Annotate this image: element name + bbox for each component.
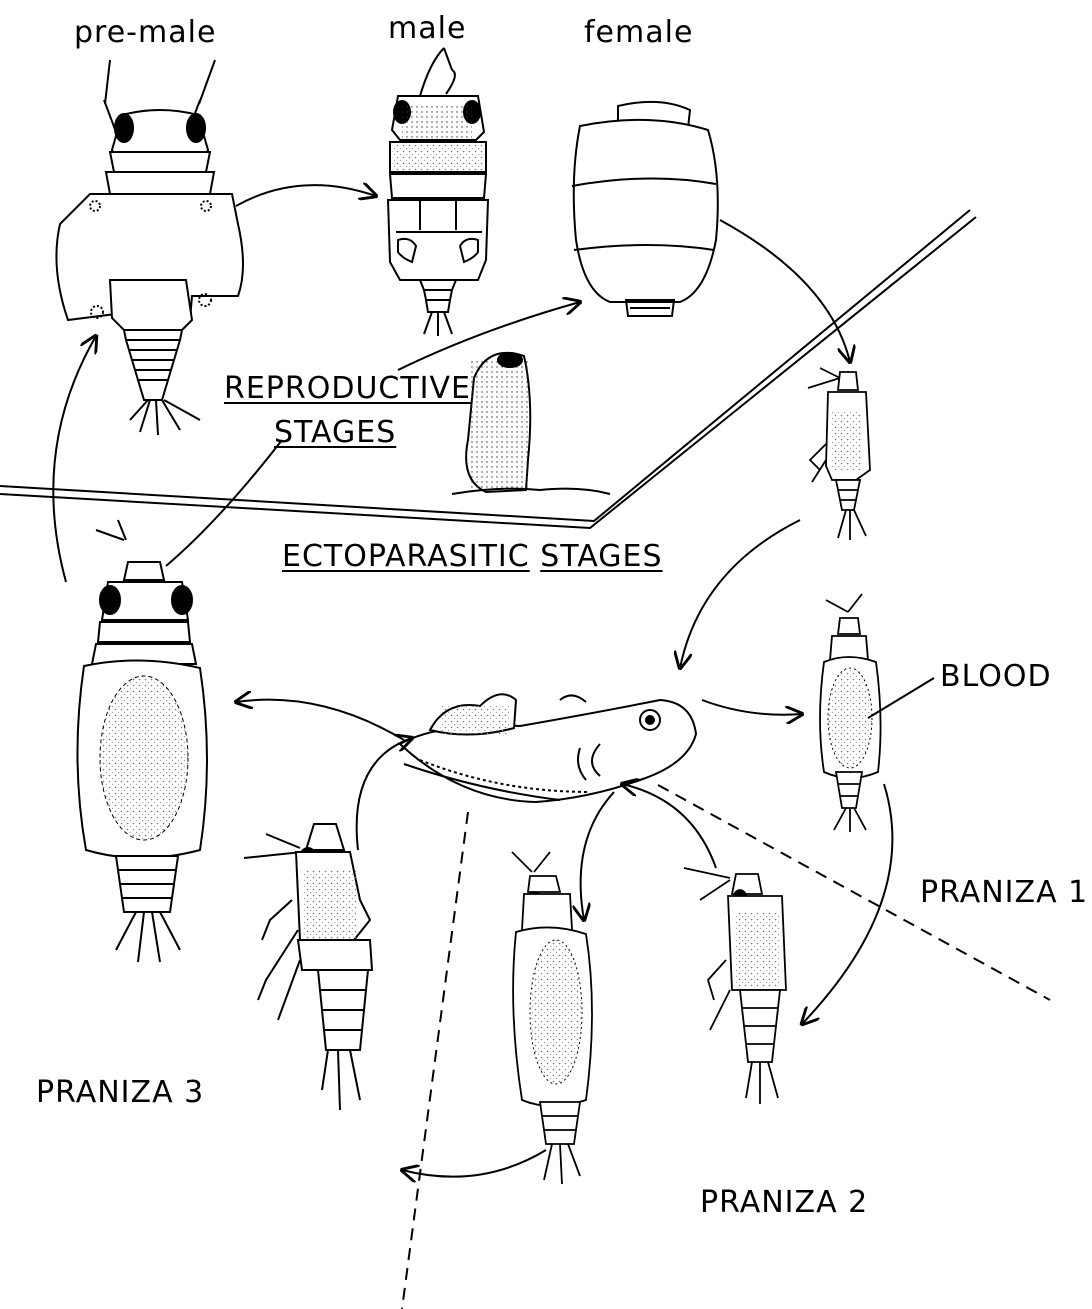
reproductive-label-line2: STAGES (274, 418, 396, 448)
praniza-3-slim (244, 824, 372, 1110)
pre-male-label: pre-male (74, 18, 216, 48)
praniza-1-label: PRANIZA 1 (920, 878, 1088, 908)
female-isopod (572, 102, 718, 316)
praniza-2-slim (684, 868, 786, 1104)
praniza-blood-isopod (820, 594, 881, 832)
female-label: female (584, 18, 693, 48)
stage-label-pointers (166, 440, 282, 566)
praniza-2-blood (512, 852, 592, 1184)
male-isopod (388, 48, 488, 336)
dashed-divider-lines (402, 785, 1050, 1309)
ectoparasitic-label-word2: STAGES (540, 539, 662, 574)
blood-label: BLOOD (940, 662, 1052, 692)
male-label: male (388, 14, 466, 44)
praniza-1-top (808, 368, 870, 540)
sponge-tube (452, 353, 610, 494)
pre-male-isopod (56, 60, 243, 435)
praniza-3-large (77, 520, 207, 962)
praniza-3-label: PRANIZA 3 (36, 1078, 204, 1108)
ectoparasitic-label: ECTOPARASITIC STAGES (282, 542, 663, 572)
ectoparasitic-label-word1: ECTOPARASITIC (282, 539, 530, 574)
reproductive-label-line1: REPRODUCTIVE (224, 374, 471, 404)
praniza-2-label: PRANIZA 2 (700, 1188, 868, 1218)
fish-host (400, 694, 696, 802)
